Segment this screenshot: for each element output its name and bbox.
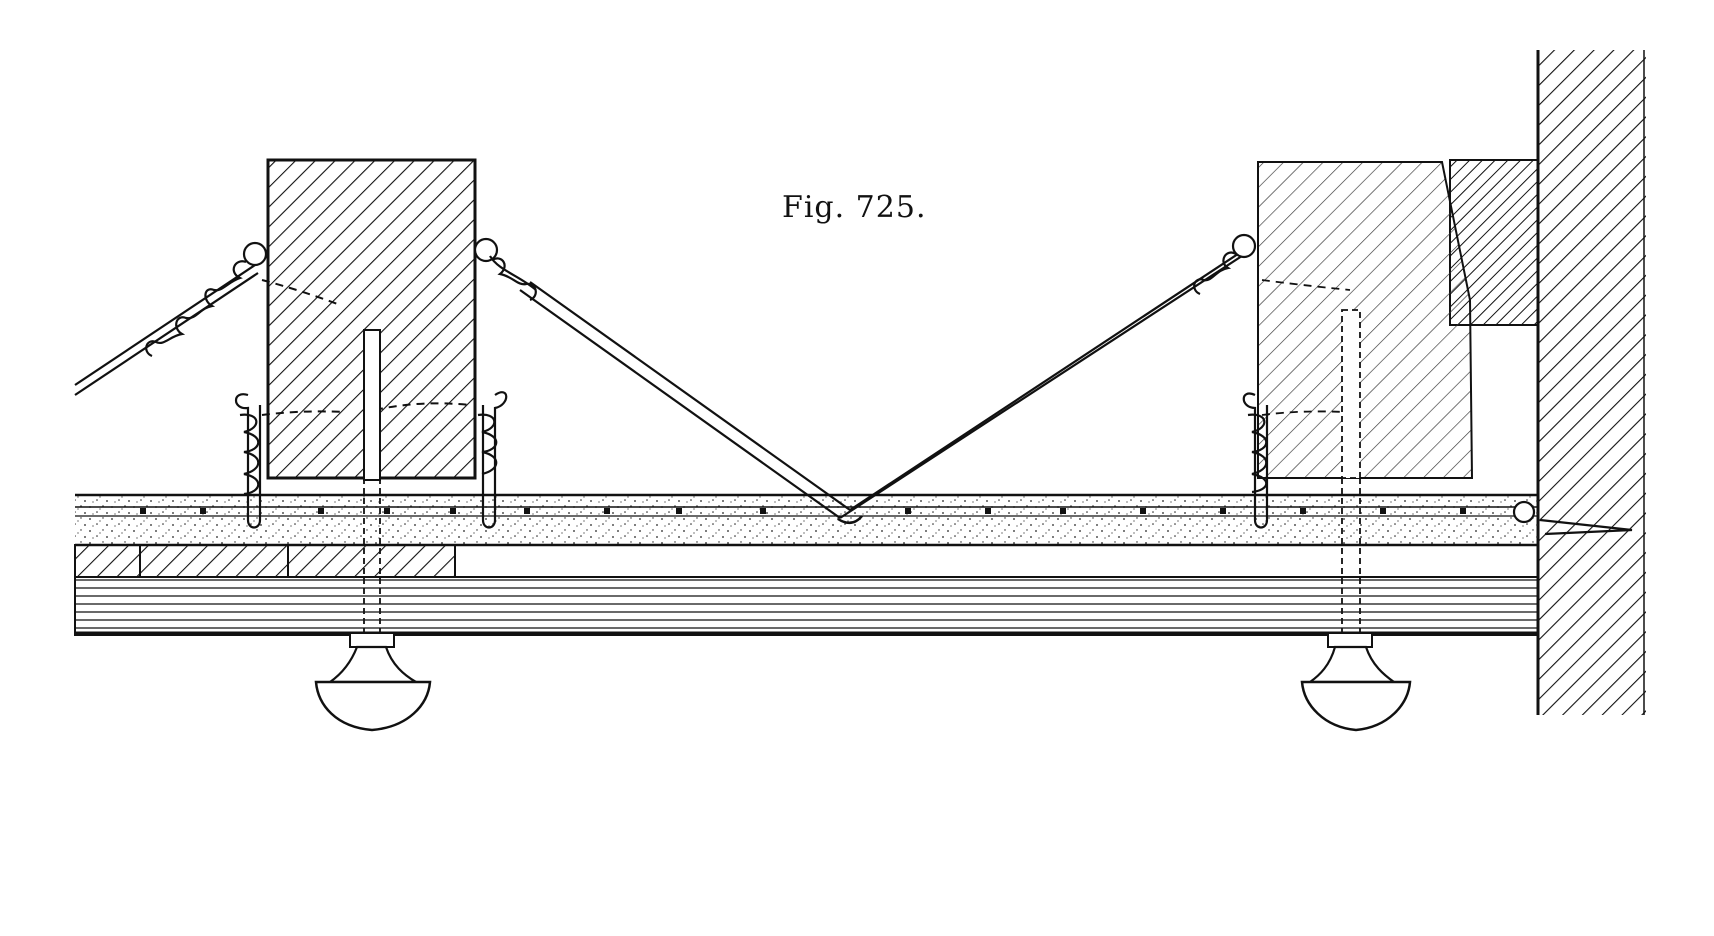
- left-outer-wire-loop: [234, 393, 262, 529]
- wall: [1536, 50, 1646, 715]
- left-inner-wire-loop: [477, 391, 508, 529]
- floor-boards: [74, 576, 1539, 636]
- left-block: [261, 158, 477, 481]
- figure-caption: Fig. 725.: [782, 190, 927, 225]
- right-hanger-rod: [1341, 478, 1361, 640]
- left-hanger-rod: [363, 478, 381, 640]
- right-upper-wire-tie: [1193, 233, 1257, 296]
- concrete-slab: [75, 493, 1538, 547]
- left-upper-wire-tie: [145, 241, 268, 358]
- left-tie-rod: [74, 264, 259, 396]
- v-tie-rods: [519, 245, 1251, 525]
- right-knob: [1300, 632, 1412, 732]
- left-inner-wire-tie: [473, 237, 537, 302]
- right-wire-loop: [1242, 392, 1269, 529]
- left-knob: [314, 632, 432, 732]
- joist: [74, 544, 456, 578]
- wall-hook: [1512, 500, 1633, 536]
- right-block: [1257, 161, 1474, 479]
